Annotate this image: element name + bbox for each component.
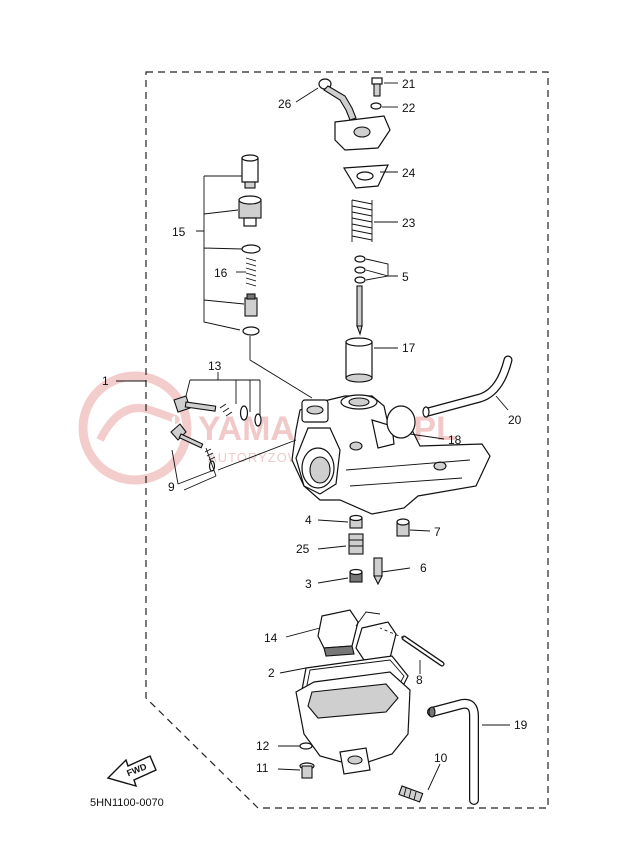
part-float-pin-8 bbox=[401, 635, 445, 667]
callout-25: 25 bbox=[296, 542, 310, 556]
part-jet-needle bbox=[356, 285, 363, 336]
watermark-logo-icon bbox=[78, 371, 192, 485]
callout-12: 12 bbox=[256, 739, 270, 753]
part-washer-12 bbox=[299, 742, 313, 750]
watermark-logo-wave-icon bbox=[96, 404, 180, 442]
callout-19: 19 bbox=[514, 718, 528, 732]
part-float-needle-6 bbox=[373, 557, 383, 586]
callout-26: 26 bbox=[278, 97, 292, 111]
part-drain-screw-10 bbox=[398, 785, 424, 803]
callout-1: 1 bbox=[102, 374, 109, 388]
callout-9: 9 bbox=[168, 480, 175, 494]
callout-6: 6 bbox=[420, 561, 427, 575]
part-choke-oring-lower bbox=[242, 326, 260, 336]
callout-4: 4 bbox=[305, 513, 312, 527]
callout-5: 5 bbox=[402, 270, 409, 284]
part-needle-jet-4 bbox=[349, 514, 363, 529]
fwd-arrow-icon: FWD bbox=[106, 755, 157, 788]
callout-7: 7 bbox=[434, 525, 441, 539]
part-choke-cap bbox=[241, 154, 259, 189]
callout-11: 11 bbox=[256, 761, 269, 775]
part-fuel-hose-20 bbox=[422, 355, 513, 418]
callout-18: 18 bbox=[448, 433, 462, 447]
part-screw-11 bbox=[299, 762, 315, 779]
part-screw-21 bbox=[371, 77, 383, 97]
leader-lines bbox=[116, 82, 510, 791]
part-drain-hose-19 bbox=[427, 698, 479, 805]
callout-16: 16 bbox=[214, 266, 228, 280]
part-spring-23 bbox=[351, 198, 373, 244]
part-choke-oring-upper bbox=[241, 244, 261, 254]
part-float-14 bbox=[317, 609, 397, 669]
callout-2: 2 bbox=[268, 666, 275, 680]
callout-13: 13 bbox=[208, 359, 222, 373]
callout-14: 14 bbox=[264, 631, 278, 645]
callout-8: 8 bbox=[416, 673, 423, 687]
part-oring-18 bbox=[386, 405, 416, 439]
callout-24: 24 bbox=[402, 166, 416, 180]
callout-20: 20 bbox=[508, 413, 522, 427]
callout-3: 3 bbox=[305, 577, 312, 591]
part-float-bowl bbox=[295, 671, 411, 775]
callout-17: 17 bbox=[402, 341, 416, 355]
part-carburetor-body bbox=[291, 394, 491, 515]
part-cable-elbow bbox=[318, 78, 391, 151]
callouts: 1 2 3 4 5 6 7 8 9 10 11 12 13 14 15 16 1… bbox=[102, 77, 528, 775]
part-throttle-stop-screw-13 bbox=[173, 395, 262, 427]
callout-22: 22 bbox=[402, 101, 416, 115]
part-cap-7 bbox=[396, 518, 410, 537]
part-throttle-slide-17 bbox=[345, 337, 373, 383]
callout-15: 15 bbox=[172, 225, 186, 239]
part-clips-5 bbox=[354, 255, 366, 284]
callout-21: 21 bbox=[402, 77, 416, 91]
diagram-code: 5HN1100-0070 bbox=[90, 797, 164, 809]
part-choke-spring-16 bbox=[245, 257, 257, 287]
part-main-jet-3 bbox=[349, 568, 363, 583]
part-pilot-jet-25 bbox=[348, 533, 364, 555]
part-gasket-24 bbox=[342, 164, 389, 189]
part-washer-22 bbox=[370, 102, 382, 110]
part-choke-plunger bbox=[244, 293, 258, 317]
part-choke-nut bbox=[238, 195, 262, 227]
callout-23: 23 bbox=[402, 216, 416, 230]
callout-10: 10 bbox=[434, 751, 448, 765]
